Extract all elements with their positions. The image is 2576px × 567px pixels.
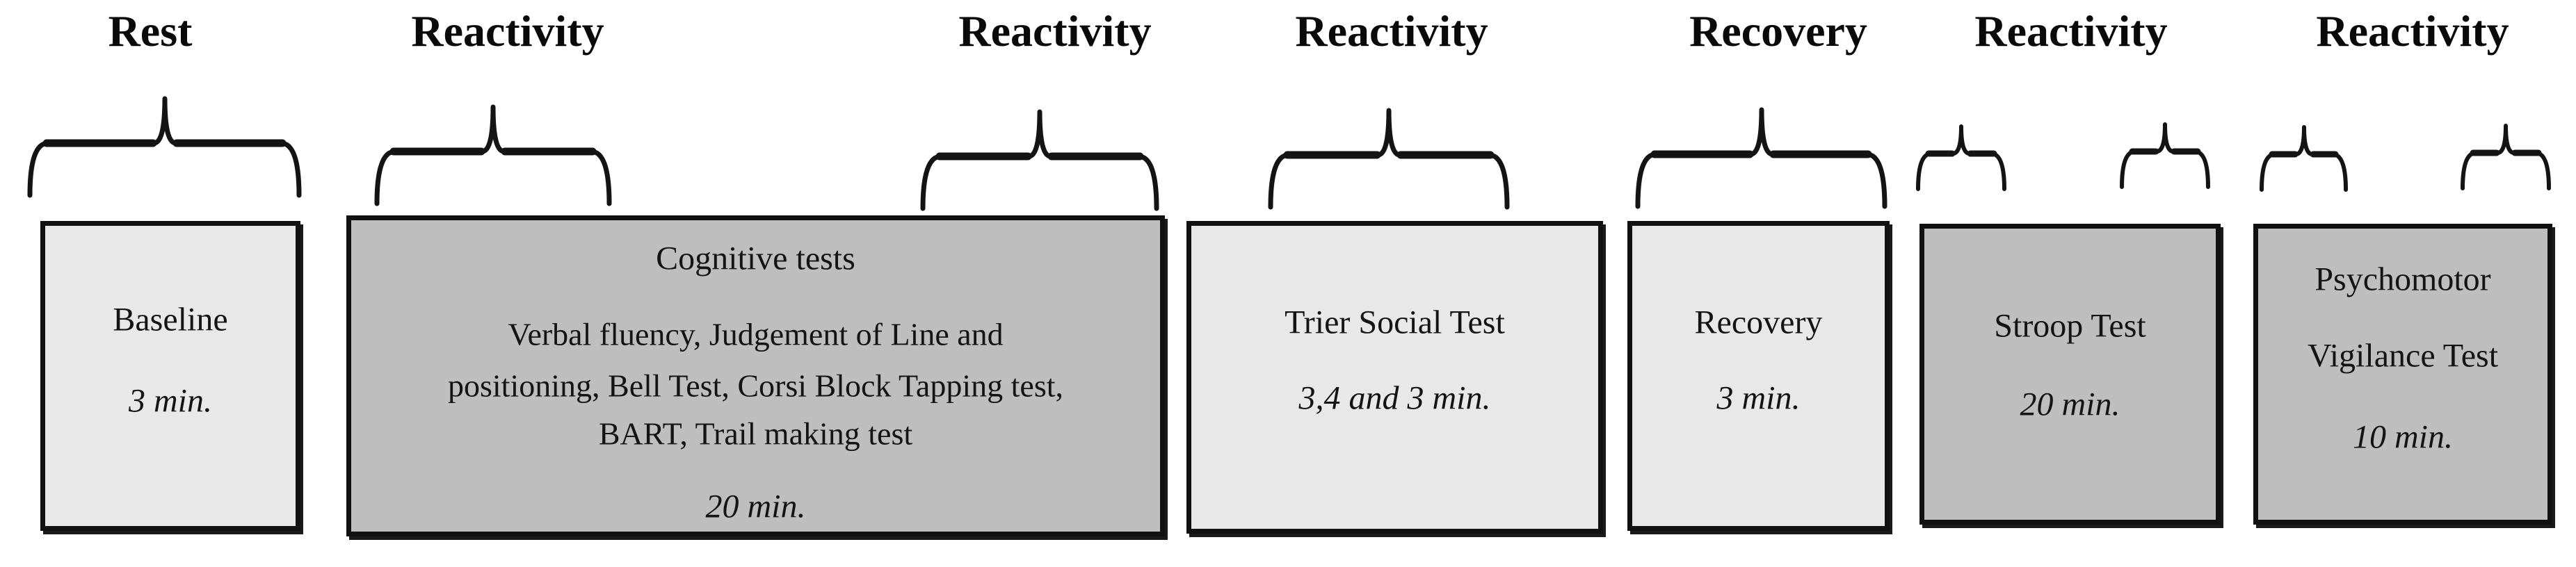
box-title-line: Psychomotor bbox=[2315, 261, 2491, 298]
box-duration: 3 min. bbox=[129, 382, 212, 420]
box-duration: 20 min. bbox=[705, 488, 806, 525]
protocol-box-cognitive-tests: Cognitive tests Verbal fluency, Judgemen… bbox=[346, 215, 1165, 536]
brace-pvt-right bbox=[2461, 124, 2551, 190]
box-duration: 10 min. bbox=[2353, 418, 2453, 456]
phase-label-reactivity-cognitive-end: Reactivity bbox=[958, 6, 1152, 56]
box-title: Recovery bbox=[1694, 304, 1823, 341]
box-detail-line: BART, Trail making test bbox=[598, 416, 913, 452]
box-duration: 3 min. bbox=[1716, 379, 1801, 417]
brace-reactivity-cognitive-left bbox=[374, 104, 612, 206]
box-title-line: Vigilance Test bbox=[2307, 337, 2499, 375]
phase-label-recovery: Recovery bbox=[1689, 6, 1867, 56]
box-detail-line: positioning, Bell Test, Corsi Block Tapp… bbox=[447, 368, 1064, 404]
protocol-box-recovery: Recovery 3 min. bbox=[1627, 221, 1890, 531]
brace-pvt-left bbox=[2260, 125, 2348, 192]
brace-stroop-left bbox=[1916, 124, 2006, 191]
phase-label-reactivity-cognitive: Reactivity bbox=[411, 6, 604, 56]
phase-label-reactivity-pvt: Reactivity bbox=[2316, 6, 2509, 56]
protocol-box-trier-social-test: Trier Social Test 3,4 and 3 min. bbox=[1186, 221, 1603, 534]
protocol-box-stroop-test: Stroop Test 20 min. bbox=[1919, 224, 2221, 525]
box-detail-line: Verbal fluency, Judgement of Line and bbox=[508, 316, 1004, 352]
box-title: Stroop Test bbox=[1994, 307, 2146, 345]
brace-stroop-right bbox=[2120, 122, 2210, 189]
brace-reactivity-trier bbox=[1268, 108, 1510, 210]
protocol-box-baseline: Baseline 3 min. bbox=[40, 221, 300, 531]
box-title: Trier Social Test bbox=[1285, 304, 1505, 341]
box-duration: 3,4 and 3 min. bbox=[1298, 379, 1491, 417]
phase-label-rest: Rest bbox=[108, 6, 193, 56]
brace-rest bbox=[27, 96, 302, 198]
phase-label-reactivity-stroop: Reactivity bbox=[1974, 6, 2168, 56]
protocol-box-psychomotor-vigilance-test: Psychomotor Vigilance Test 10 min. bbox=[2253, 224, 2552, 525]
box-title: Baseline bbox=[113, 301, 228, 338]
box-duration: 20 min. bbox=[2020, 386, 2120, 423]
brace-reactivity-cognitive-right bbox=[920, 109, 1159, 211]
box-title: Cognitive tests bbox=[656, 240, 855, 277]
brace-recovery bbox=[1635, 107, 1887, 209]
phase-label-reactivity-trier: Reactivity bbox=[1295, 6, 1488, 56]
